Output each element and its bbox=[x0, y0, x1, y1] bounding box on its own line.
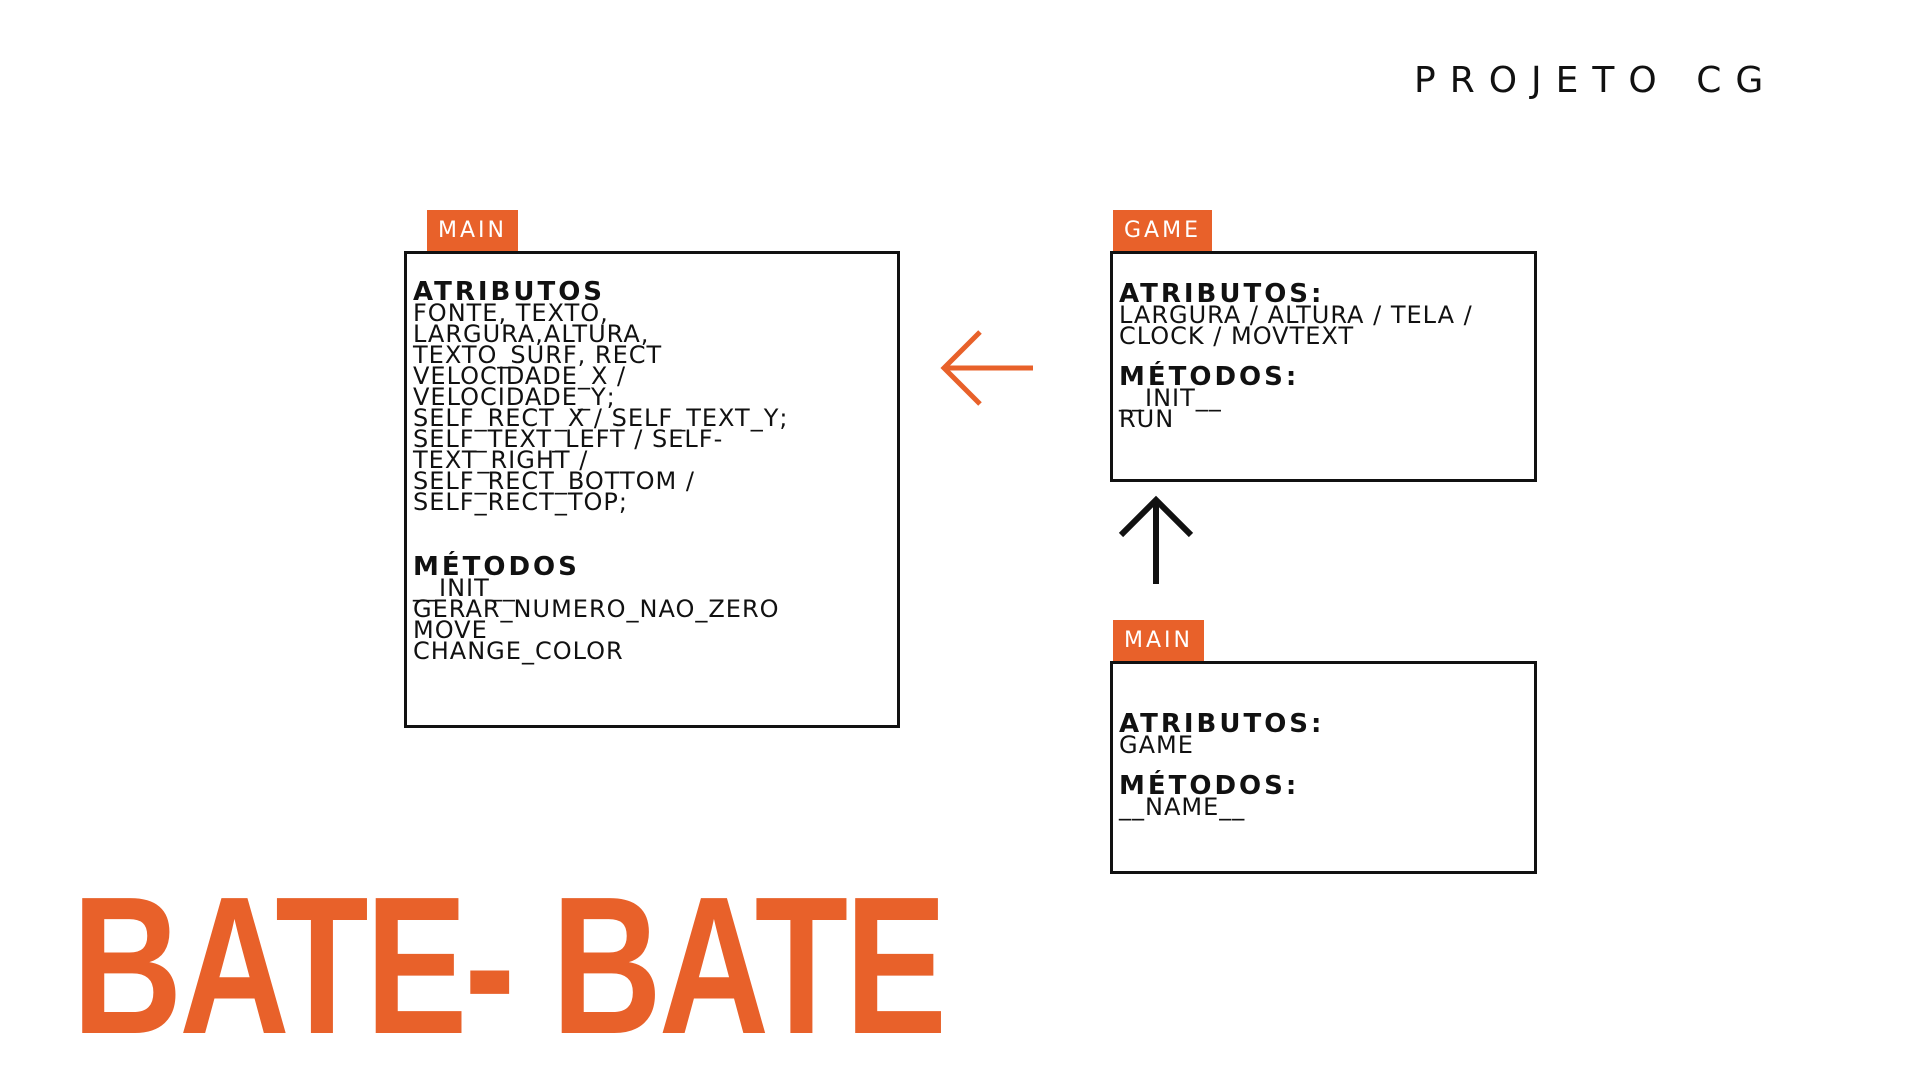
main2-method-line: __NAME__ bbox=[1119, 793, 1246, 821]
main2-class-box: ATRIBUTOS: GAME MÉTODOS: __NAME__ bbox=[1110, 661, 1537, 874]
main2-class-tag: MAIN bbox=[1113, 620, 1204, 661]
main-attribute-line: SELF_RECT_BOTTOM / bbox=[413, 467, 695, 495]
game-method-line: RUN bbox=[1119, 405, 1175, 433]
game-method-line: __INIT__ bbox=[1119, 384, 1222, 412]
main-attribute-line: SELF_RECT_X / SELF_TEXT_Y; bbox=[413, 404, 789, 432]
main-attribute-line: VELOCIDADE_Y; bbox=[413, 383, 616, 411]
project-title: PROJETO CG bbox=[1414, 60, 1778, 101]
main-method-line: GERAR_NUMERO_NAO_ZERO bbox=[413, 595, 780, 623]
main-attribute-line: SELF_RECT_TOP; bbox=[413, 488, 628, 516]
game-methods-heading: MÉTODOS: bbox=[1119, 362, 1300, 392]
main-attributes-heading: ATRIBUTOS bbox=[413, 277, 606, 307]
main-attribute-line: FONTE, TEXTO, bbox=[413, 299, 609, 327]
main-class-tag: MAIN bbox=[427, 210, 518, 251]
main-attribute-line: LARGURA,ALTURA, bbox=[413, 320, 650, 348]
main-attribute-line: TEXT_RIGHT / bbox=[413, 446, 589, 474]
main-method-line: __INIT__ bbox=[413, 574, 516, 602]
game-class-tag: GAME bbox=[1113, 210, 1212, 251]
game-attribute-line: LARGURA / ALTURA / TELA / bbox=[1119, 301, 1473, 329]
main2-methods-heading: MÉTODOS: bbox=[1119, 771, 1300, 801]
arrow-up-icon bbox=[1118, 495, 1194, 584]
main-method-line: CHANGE_COLOR bbox=[413, 637, 624, 665]
main-class-box: ATRIBUTOS FONTE, TEXTO, LARGURA,ALTURA, … bbox=[404, 251, 900, 728]
big-title: BATE- BATE bbox=[72, 856, 947, 1075]
game-class-box: ATRIBUTOS: LARGURA / ALTURA / TELA / CLO… bbox=[1110, 251, 1537, 482]
main2-attribute-line: GAME bbox=[1119, 731, 1194, 759]
main-attribute-line: VELOCIDADE_X / bbox=[413, 362, 627, 390]
main-method-line: MOVE bbox=[413, 616, 488, 644]
main2-attributes-heading: ATRIBUTOS: bbox=[1119, 709, 1325, 739]
game-attribute-line: CLOCK / MOVTEXT bbox=[1119, 322, 1355, 350]
arrow-left-icon bbox=[940, 330, 1033, 406]
game-attributes-heading: ATRIBUTOS: bbox=[1119, 279, 1325, 309]
main-attribute-line: TEXTO_SURF, RECT bbox=[413, 341, 663, 369]
main-attribute-line: SELF_TEXT_LEFT / SELF- bbox=[413, 425, 724, 453]
main-methods-heading: MÉTODOS bbox=[413, 552, 580, 582]
